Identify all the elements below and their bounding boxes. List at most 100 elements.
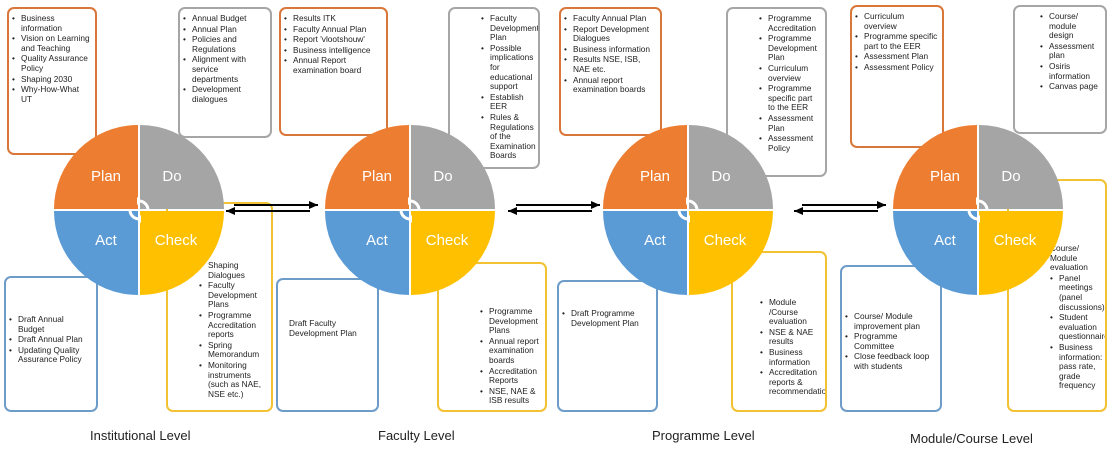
list-item: Business information — [564, 44, 656, 55]
bidirectional-arrows-icon — [508, 201, 600, 215]
list-item: Programme Committee — [845, 331, 936, 351]
list-item: Assessment Policy — [855, 62, 938, 73]
do-label: Do — [162, 167, 182, 185]
programme-do-list: Programme AccreditationProgramme Develop… — [759, 13, 821, 153]
list-item: Updating Quality Assurance Policy — [9, 345, 92, 365]
list-item: Development dialogues — [183, 84, 266, 104]
check-label: Check — [993, 231, 1037, 249]
list-item: Module /Course evaluation — [760, 297, 821, 327]
institutional-do-list: Annual BudgetAnnual PlanPolicies and Reg… — [183, 13, 266, 104]
module-check-list: Panel meetings (panel discussions)Studen… — [1050, 273, 1105, 391]
list-item: Assessment Policy — [759, 133, 821, 153]
programme-do-box: Programme AccreditationProgramme Develop… — [726, 7, 827, 177]
list-item: Accreditation reports & recommendations — [760, 367, 825, 397]
list-item: Policies and Regulations — [183, 34, 266, 54]
module-do-box: Course/ module designAssessment planOsir… — [1013, 5, 1107, 134]
cycle-arrows-icon — [967, 197, 989, 223]
programme-act-list: Draft Programme Development Plan — [562, 308, 652, 328]
plan-label: Plan — [929, 167, 961, 185]
module-act-box: Course/ Module improvement planProgramme… — [840, 265, 942, 412]
list-item: Business information — [760, 347, 821, 367]
faculty-act-text: Draft Faculty Development Plan — [289, 318, 357, 338]
list-item: Vision on Learning and Teaching — [12, 33, 91, 53]
list-item: Report 'vlootshouw' — [284, 35, 382, 45]
institutional-do-box: Annual BudgetAnnual PlanPolicies and Reg… — [178, 7, 272, 138]
list-item: Close feedback loop with students — [845, 352, 936, 371]
faculty-do-list: Faculty Development PlanPossible implica… — [481, 13, 538, 161]
faculty-plan-list: Results ITKFaculty Annual PlanReport 'vl… — [284, 13, 382, 76]
list-item: Panel meetings (panel discussions) — [1050, 273, 1105, 312]
list-item: Shaping 2030 — [12, 74, 91, 85]
list-item: Faculty Annual Plan — [564, 13, 656, 24]
act-label: Act — [644, 231, 666, 249]
list-item: Quality Assurance Policy — [12, 54, 91, 73]
check-label: Check — [425, 231, 469, 249]
programme-plan-list: Faculty Annual PlanReport Development Di… — [564, 13, 656, 95]
institutional-act-box: Draft Annual BudgetDraft Annual PlanUpda… — [4, 276, 98, 412]
list-item: NSE, NAE & ISB results — [480, 386, 541, 406]
list-item: Annual Plan — [183, 24, 266, 35]
faculty-plan-box: Results ITKFaculty Annual PlanReport 'vl… — [279, 7, 388, 136]
list-item: Faculty Annual Plan — [284, 24, 382, 35]
module-plan-box: Curriculum overviewProgramme specific pa… — [850, 5, 944, 148]
list-item: Alignment with service departments — [183, 55, 266, 84]
faculty-check-list: Programme Development PlansAnnual report… — [480, 306, 541, 406]
module-check-text: Course/ Module evaluation — [1050, 243, 1088, 273]
list-item: Accreditation Reports — [480, 366, 541, 386]
list-item: Programme Development Plans — [480, 306, 541, 336]
cycle-arrows-icon — [128, 197, 150, 223]
list-item: Monitoring instruments (such as NAE, NSE… — [199, 360, 267, 399]
faculty-level-title: Faculty Level — [378, 428, 455, 443]
cycle-arrows-icon — [399, 197, 421, 223]
module-do-list: Course/ module designAssessment planOsir… — [1040, 11, 1101, 92]
faculty-pdca-cycle: Plan Do Act Check — [325, 125, 495, 295]
list-item: Draft Annual Budget — [9, 314, 92, 334]
list-item: Course/ Module improvement plan — [845, 311, 936, 331]
list-item: Assessment plan — [1040, 41, 1101, 61]
list-item: Annual Report examination board — [284, 56, 382, 75]
list-item: Programme specific part to the EER — [759, 83, 821, 113]
list-item: Report Development Dialogues — [564, 24, 656, 44]
list-item: Assessment Plan — [855, 52, 938, 62]
act-label: Act — [95, 231, 117, 249]
list-item: Business intelligence — [284, 45, 382, 56]
list-item: Possible implications for educational su… — [481, 43, 534, 92]
programme-act-box: Draft Programme Development Plan — [557, 280, 658, 412]
list-item: NSE & NAE results — [760, 327, 821, 347]
module-pdca-cycle: Plan Do Act Check — [893, 125, 1063, 295]
list-item: Results NSE, ISB, NAE etc. — [564, 55, 656, 74]
module-level-title: Module/Course Level — [910, 431, 1033, 446]
plan-label: Plan — [639, 167, 671, 185]
list-item: Faculty Development Plan — [481, 13, 538, 43]
act-label: Act — [934, 231, 956, 249]
list-item: Establish EER — [481, 92, 534, 112]
list-item: Annual report examination boards — [564, 75, 656, 95]
do-label: Do — [1001, 167, 1021, 185]
list-item: Annual report examination boards — [480, 336, 541, 366]
module-plan-list: Curriculum overviewProgramme specific pa… — [855, 11, 938, 73]
list-item: Programme Accreditation reports — [199, 310, 267, 340]
institutional-act-list: Draft Annual BudgetDraft Annual PlanUpda… — [9, 314, 92, 365]
programme-level-title: Programme Level — [652, 428, 755, 443]
list-item: Programme specific part to the EER — [855, 31, 938, 51]
check-label: Check — [154, 231, 198, 249]
list-item: Osiris information — [1040, 61, 1101, 81]
faculty-act-box: Draft Faculty Development Plan — [276, 278, 379, 412]
check-label: Check — [703, 231, 747, 249]
programme-pdca-cycle: Plan Do Act Check — [603, 125, 773, 295]
do-label: Do — [711, 167, 731, 185]
list-item: Assessment Plan — [759, 113, 821, 133]
list-item: Programme Development Plan — [759, 33, 821, 63]
list-item: Annual Budget — [183, 13, 266, 24]
list-item: Business information: pass rate, grade f… — [1050, 342, 1102, 391]
institutional-level-title: Institutional Level — [90, 428, 191, 443]
faculty-check-box: Programme Development PlansAnnual report… — [437, 262, 547, 412]
module-act-list: Course/ Module improvement planProgramme… — [845, 311, 936, 372]
list-item: Business information — [12, 13, 91, 33]
list-item: Canvas page — [1040, 82, 1101, 92]
programme-check-list: Module /Course evaluationNSE & NAE resul… — [760, 297, 825, 397]
programme-plan-box: Faculty Annual PlanReport Development Di… — [559, 7, 662, 136]
list-item: Draft Programme Development Plan — [562, 308, 652, 328]
list-item: Results ITK — [284, 13, 382, 24]
list-item: Spring Memorandum — [199, 340, 267, 360]
